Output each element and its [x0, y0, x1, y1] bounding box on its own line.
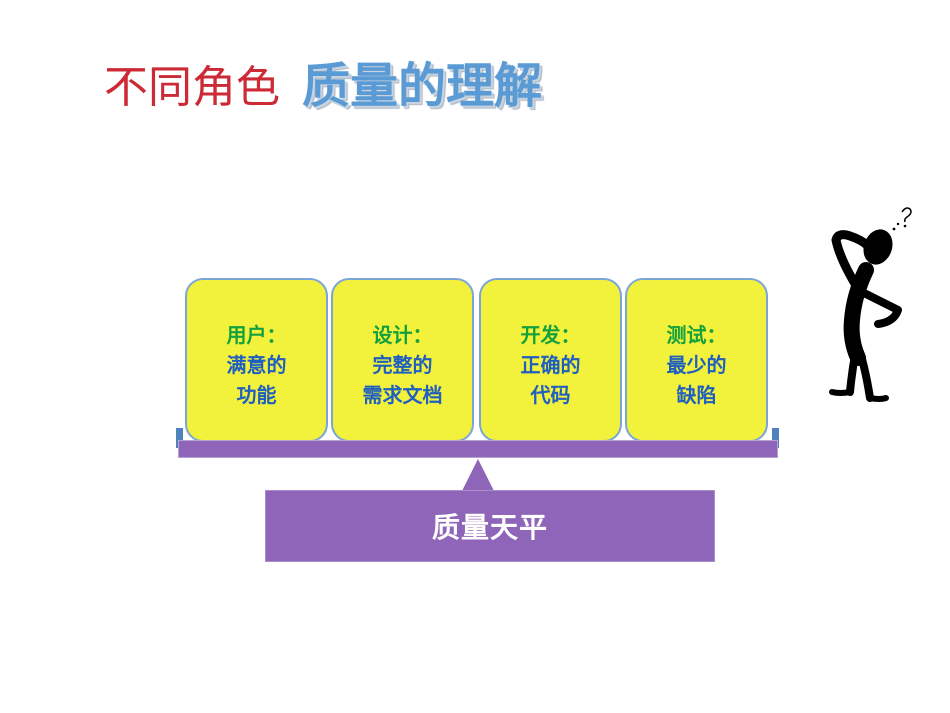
role-title: 开发： [520, 323, 581, 347]
role-box-design: 设计： 完整的 需求文档 [331, 278, 474, 442]
role-title: 用户： [226, 323, 287, 347]
title-main: 质量的理解 [302, 58, 543, 114]
role-title: 设计： [372, 323, 433, 347]
scale-lip-right [772, 428, 779, 448]
role-box-user: 用户： 满意的 功能 [185, 278, 328, 442]
scale-lip-left [176, 428, 183, 448]
title-prefix: 不同角色 [104, 62, 280, 113]
role-desc-line2: 功能 [236, 383, 277, 407]
role-desc-line2: 需求文档 [362, 383, 443, 407]
role-desc-line1: 完整的 [372, 353, 433, 377]
role-title: 测试： [666, 323, 727, 347]
page-title: 不同角色质量的理解 [104, 62, 542, 110]
role-box-test: 测试： 最少的 缺陷 [625, 278, 768, 442]
role-desc-line2: 代码 [530, 383, 571, 407]
role-desc-line1: 最少的 [666, 353, 727, 377]
scale-base-label: 质量天平 [431, 511, 548, 544]
role-desc-line1: 正确的 [520, 353, 581, 377]
scale-fulcrum [462, 459, 494, 491]
role-box-dev: 开发： 正确的 代码 [479, 278, 622, 442]
scale-base: 质量天平 [265, 490, 715, 562]
scale-tray [178, 440, 778, 458]
role-desc-line1: 满意的 [226, 353, 287, 377]
role-desc-line2: 缺陷 [676, 383, 717, 407]
thinking-person-icon [829, 207, 912, 402]
